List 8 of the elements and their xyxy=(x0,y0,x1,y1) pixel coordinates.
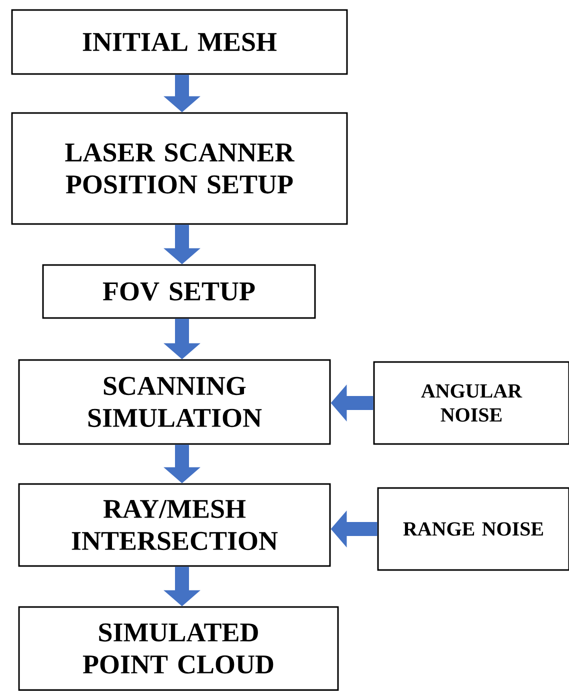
process-box: SCANNING SIMULATION xyxy=(18,359,331,445)
process-box: LASER SCANNER POSITION SETUP xyxy=(11,112,348,225)
process-box: RAY/MESH INTERSECTION xyxy=(18,483,331,567)
process-box: INITIAL MESH xyxy=(11,9,348,75)
process-box: ANGULAR NOISE xyxy=(373,361,569,445)
process-box: FOV SETUP xyxy=(42,264,316,319)
process-box: SIMULATED POINT CLOUD xyxy=(18,606,339,691)
process-box: RANGE NOISE xyxy=(377,487,569,571)
